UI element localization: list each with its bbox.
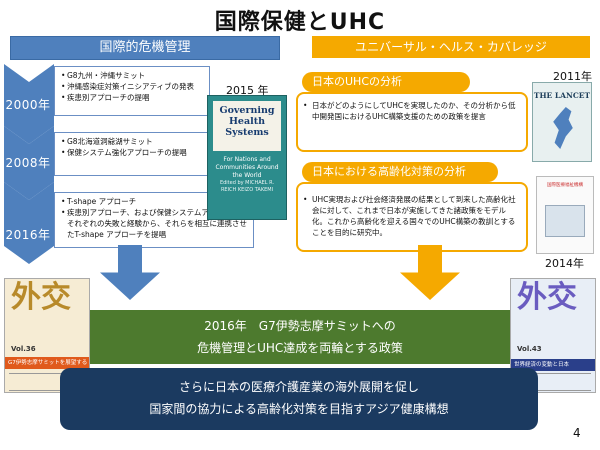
banner-line: さらに日本の医療介護産業の海外展開を促し xyxy=(178,380,419,394)
asia-health-banner: さらに日本の医療介護産業の海外展開を促し 国家間の協力による高齢化対策を目指すア… xyxy=(60,368,538,430)
timeline-year-2016: 2016年 xyxy=(5,228,51,242)
timeline-item: 疾患別アプローチ、および保健システムアプローチのそれぞれの失敗と経験から、それら… xyxy=(61,207,249,240)
right-header: ユニバーサル・ヘルス・カバレッジ xyxy=(312,36,590,58)
banner-line: 国家間の協力による高齢化対策を目指すアジア健康構想 xyxy=(149,402,449,416)
magazine-contents xyxy=(9,373,85,391)
timeline-item: 疾患別アプローチの提唱 xyxy=(61,92,205,103)
down-arrow-orange-icon xyxy=(400,245,460,300)
lancet-year: 2011年 xyxy=(553,70,592,83)
magazine-contents xyxy=(515,373,591,391)
timeline-year-2000: 2000年 xyxy=(5,98,51,112)
section-heading-uhc-analysis: 日本のUHCの分析 xyxy=(302,72,470,92)
aging-report-cover: 国際医療福祉機構 xyxy=(536,176,594,254)
timeline-item: 沖縄感染症対策イニシアティブの発表 xyxy=(61,81,205,92)
timeline-item: G8北海道洞爺湖サミット xyxy=(61,136,205,147)
book-subtitle: For Nations and Communities Around the W… xyxy=(215,156,279,179)
governing-health-systems-book: Governing Health Systems For Nations and… xyxy=(207,95,287,220)
timeline-box-2000: G8九州・沖縄サミット 沖縄感染症対策イニシアティブの発表 疾患別アプローチの提… xyxy=(54,66,210,116)
magazine-volume: Vol.43 xyxy=(517,345,542,353)
section-text: 日本がどのようにしてUHCを実現したのか、その分析から低中開発国におけるUHC構… xyxy=(312,101,516,121)
lancet-journal-cover: THE LANCET xyxy=(532,82,592,162)
g7-policy-banner: 2016年 G7伊勢志摩サミットへの 危機管理とUHC達成を両輪とする政策 xyxy=(90,310,510,364)
section-heading-aging-analysis: 日本における高齢化対策の分析 xyxy=(302,162,498,182)
timeline-box-2008: G8北海道洞爺湖サミット 保健システム強化アプローチの提唱 xyxy=(54,132,210,176)
magazine-band: G7伊勢志摩サミットを展望する xyxy=(5,357,89,369)
banner-line: 危機管理とUHC達成を両輪とする政策 xyxy=(197,341,403,355)
timeline-item: 保健システム強化アプローチの提唱 xyxy=(61,147,205,158)
section-box-aging-analysis: • UHC実現および社会経済発展の結果として到来した高齢化社会に対して、これまで… xyxy=(296,182,528,252)
bullet-icon: • xyxy=(303,195,308,204)
section-text: UHC実現および社会経済発展の結果として到来した高齢化社会に対して、これまで日本… xyxy=(312,195,516,237)
book-editors: Edited by MICHAEL R. REICH KEIZO TAKEMI xyxy=(219,180,275,193)
japan-map-icon xyxy=(553,107,573,149)
page-title: 国際保健とUHC xyxy=(214,10,386,35)
report-title: 国際医療福祉機構 xyxy=(547,183,583,188)
magazine-title: 外交 xyxy=(11,280,71,315)
timeline-item: T-shape アプローチ xyxy=(61,196,249,207)
magazine-title: 外交 xyxy=(517,280,577,315)
timeline-item: G8九州・沖縄サミット xyxy=(61,70,205,81)
magazine-volume: Vol.36 xyxy=(11,345,36,353)
report-year: 2014年 xyxy=(545,257,584,270)
book-year: 2015 年 xyxy=(226,84,269,97)
down-arrow-blue-icon xyxy=(100,245,160,300)
timeline-year-2008: 2008年 xyxy=(5,156,51,170)
lancet-name: THE LANCET xyxy=(533,91,591,100)
bullet-icon: • xyxy=(303,101,308,110)
book-title: Governing Health Systems xyxy=(213,101,281,151)
section-box-uhc-analysis: • 日本がどのようにしてUHCを実現したのか、その分析から低中開発国におけるUH… xyxy=(296,92,528,152)
page-number: 4 xyxy=(573,426,581,440)
left-header: 国際的危機管理 xyxy=(10,36,280,60)
banner-line: 2016年 G7伊勢志摩サミットへの xyxy=(204,319,396,333)
report-image xyxy=(545,205,585,237)
